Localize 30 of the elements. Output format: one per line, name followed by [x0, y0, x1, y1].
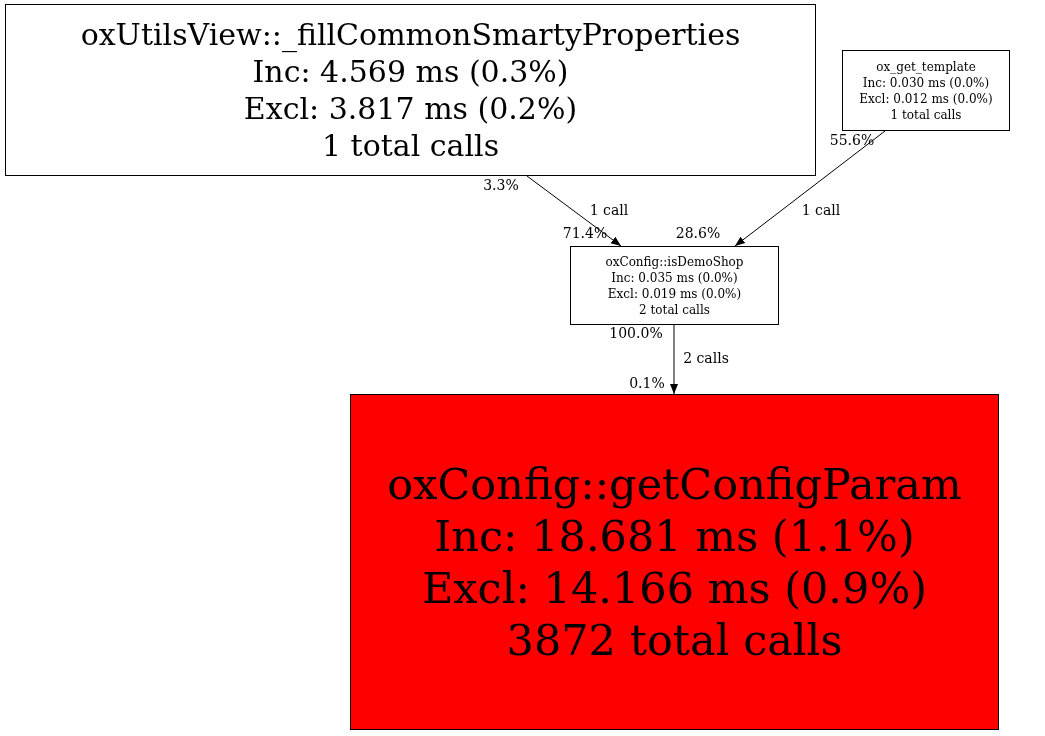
function-box	[5, 4, 816, 176]
node-text: 1 total calls	[321, 127, 500, 164]
percentage-label: 71.4%	[562, 225, 608, 241]
percentage-label: 28.6%	[675, 225, 721, 241]
node-text: oxUtilsView::_fillCommonSmartyProperties	[80, 16, 741, 53]
node-text: Excl: 14.166 ms (0.9%)	[421, 562, 928, 614]
percentage-label: 0.1%	[629, 375, 665, 391]
node-text: ox_get_template	[876, 58, 976, 75]
arrow	[734, 130, 886, 247]
edge-label: 2 calls	[681, 350, 731, 366]
function-box	[570, 246, 779, 325]
node-text: oxConfig::getConfigParam	[387, 458, 962, 510]
arrow	[670, 324, 678, 395]
node-text: oxConfig::isDemoShop	[605, 253, 744, 270]
percentage-label: 100.0%	[609, 325, 663, 341]
function-box	[842, 50, 1010, 131]
node-text: Excl: 0.019 ms (0.0%)	[607, 285, 742, 302]
node-text: 1 total calls	[890, 106, 962, 123]
node-text: 2 total calls	[639, 301, 710, 318]
node-text: 3872 total calls	[506, 614, 843, 666]
function-box	[350, 394, 999, 730]
node-text: Excl: 3.817 ms (0.2%)	[243, 90, 578, 127]
node-text: Inc: 4.569 ms (0.3%)	[252, 53, 569, 90]
arrow	[526, 175, 622, 247]
node-text: Inc: 0.030 ms (0.0%)	[862, 74, 990, 91]
percentage-label: 3.3%	[483, 177, 519, 193]
node-text: Inc: 0.035 ms (0.0%)	[611, 269, 738, 286]
percentage-label: 55.6%	[829, 132, 875, 148]
node-text: Inc: 18.681 ms (1.1%)	[434, 510, 915, 562]
node-text: Excl: 0.012 ms (0.0%)	[859, 90, 993, 107]
